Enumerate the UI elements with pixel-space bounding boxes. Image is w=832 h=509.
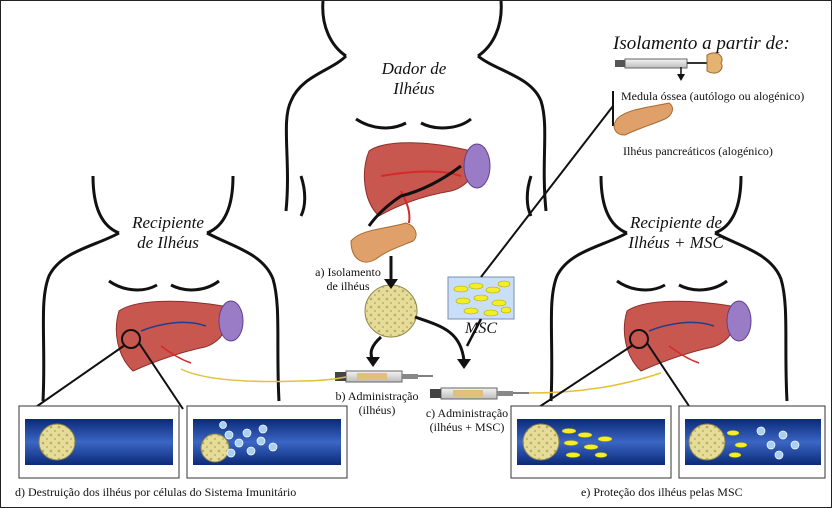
right-recipient-line1: Recipiente de — [611, 213, 741, 233]
left-recipient-body-outline — [43, 176, 279, 401]
syringe-c — [430, 388, 529, 399]
msc-label: MSC — [465, 322, 497, 336]
bone-marrow-icon — [615, 53, 722, 81]
pancreas-icon — [614, 103, 672, 135]
donor-pancreas — [351, 223, 416, 262]
donor-title-line2: Ilhéus — [369, 79, 459, 99]
left-recipient-organs — [116, 301, 243, 371]
syringe-b — [335, 371, 433, 382]
step-c-label: c) Administração (ilhéus + MSC) — [415, 406, 519, 434]
step-c-line1: c) Administração — [415, 406, 519, 420]
isolation-heading: Isolamento a partir de: — [613, 33, 790, 55]
right-recipient-line2: Ilhéus + MSC — [611, 233, 741, 253]
vessel-panel-e2 — [679, 406, 825, 478]
left-recipient-title: Recipiente de Ilhéus — [113, 213, 223, 253]
step-b-line1: b) Administração — [327, 389, 427, 403]
right-recipient-title: Recipiente de Ilhéus + MSC — [611, 213, 741, 253]
vessel-panel-d1 — [19, 406, 179, 478]
left-recipient-line2: de Ilhéus — [113, 233, 223, 253]
step-d-caption: d) Destruição dos ilhéus por células do … — [15, 485, 296, 499]
step-a-label: a) Isolamento de ilhéus — [305, 265, 391, 293]
pancreatic-islets-label: Ilhéus pancreáticos (alogénico) — [623, 144, 773, 158]
right-recipient-body-outline — [551, 176, 787, 401]
step-e-caption: e) Proteção dos ilhéus pelas MSC — [581, 485, 743, 499]
step-a-line2: de ilhéus — [305, 279, 391, 293]
vessel-panel-d2 — [187, 406, 347, 478]
left-recipient-line1: Recipiente — [113, 213, 223, 233]
step-a-line1: a) Isolamento — [305, 265, 391, 279]
donor-title: Dador de Ilhéus — [369, 59, 459, 99]
donor-title-line1: Dador de — [369, 59, 459, 79]
vessel-panel-e1 — [511, 406, 671, 478]
step-c-line2: (ilhéus + MSC) — [415, 420, 519, 434]
bone-marrow-label: Medula óssea (autólogo ou alogénico) — [621, 89, 804, 103]
step-b-label: b) Administração (ilhéus) — [327, 389, 427, 417]
step-b-line2: (ilhéus) — [327, 403, 427, 417]
right-recipient-organs — [624, 301, 751, 371]
